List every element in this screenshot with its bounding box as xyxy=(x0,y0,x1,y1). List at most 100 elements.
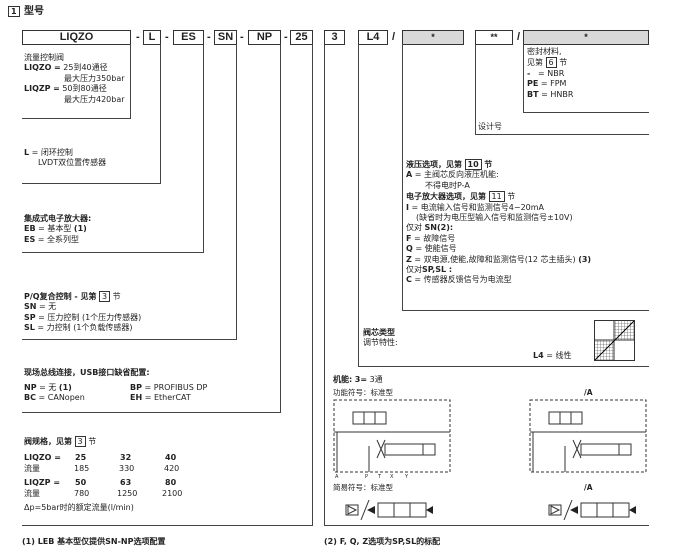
linear-characteristic-icon xyxy=(594,320,635,361)
desc: = FPM xyxy=(540,79,567,89)
size-title: 阀规格，见第 3 节 xyxy=(24,436,96,447)
text: 节 xyxy=(507,192,516,202)
text: : xyxy=(446,264,453,274)
code: BT xyxy=(527,89,539,99)
code: PE xyxy=(527,79,539,89)
code-np: NP xyxy=(248,30,281,45)
fieldbus-np: NP = 无 (1) xyxy=(24,383,72,393)
footnote-2: (2) F, Q, Z选项为SP,SL的标配 xyxy=(324,537,440,547)
flow-value: 185 xyxy=(74,464,90,473)
code: EH xyxy=(130,393,143,402)
code: I xyxy=(406,202,409,212)
flow-label: 流量 xyxy=(24,464,40,473)
options-desc: 液压选项，见第 10 节 A = 主阀芯反向液压机能: 不得电时P-A 电子放大… xyxy=(406,159,591,286)
section-ref: 11 xyxy=(488,191,505,203)
code: SP xyxy=(24,312,36,322)
desc: 25到40通径 xyxy=(63,63,108,73)
port-label: P xyxy=(365,474,369,480)
desc: = 全系列型 xyxy=(37,234,80,244)
desc: = 传感器反馈信号为电流型 xyxy=(414,275,512,285)
size-value: 25 xyxy=(75,453,87,462)
desc: = 压力控制 (1个压力传感器) xyxy=(38,312,142,322)
seal-desc: 密封材料, 见第 6 节 - = NBR PE = FPM BT = HNBR xyxy=(527,47,573,100)
title: 电子放大器选项，见第 xyxy=(406,192,486,202)
size-liqzp-label: LIQZP = xyxy=(24,478,61,487)
desc: = 电流输入信号和监测信号4−20mA xyxy=(411,202,545,212)
flow-value: 330 xyxy=(119,464,135,473)
note-num: (2) xyxy=(324,537,337,546)
flow-value: 420 xyxy=(164,464,180,473)
text: 节 xyxy=(112,292,121,301)
text: 节 xyxy=(559,58,568,68)
desc: LVDT双位置传感器 xyxy=(38,158,107,168)
spool-l4: L4 = 线性 xyxy=(533,351,571,361)
size-value: 32 xyxy=(120,453,132,462)
flow-label: 流量 xyxy=(24,489,40,498)
code-3: 3 xyxy=(324,30,345,45)
code-options: * xyxy=(402,30,464,45)
fieldbus-title: 现场总线连接，USB接口缺省配置: xyxy=(24,368,150,377)
code: L4 xyxy=(533,351,544,360)
desc: 不得电时P-A xyxy=(425,180,470,190)
desc: = 无 xyxy=(39,383,57,392)
symbol-label-standard: 功能符号：标准型 xyxy=(333,388,393,397)
desc: 调节特性: xyxy=(363,338,398,348)
title: 阀规格，见第 xyxy=(24,437,72,446)
size-value: 50 xyxy=(75,478,87,487)
title: 机能: xyxy=(333,375,353,384)
code: SP,SL xyxy=(422,264,447,274)
dash: - xyxy=(240,31,244,43)
code-design: ** xyxy=(475,30,513,45)
text: 仅对 xyxy=(406,264,422,274)
code: BP xyxy=(130,383,142,392)
code-l: L xyxy=(143,30,161,45)
section-ref: 10 xyxy=(464,159,482,170)
section-ref: 3 xyxy=(99,291,111,302)
title: 阀芯类型 xyxy=(363,328,395,337)
desc: = 故障信号 xyxy=(414,233,456,243)
simple-label-a: /A xyxy=(584,483,593,492)
text: 节 xyxy=(88,437,97,446)
model-desc: 流量控制阀 LIQZO = 25到40通径 最大压力350bar LIQZP =… xyxy=(24,53,125,105)
code: C xyxy=(406,275,412,285)
port-label: Y xyxy=(405,474,409,480)
desc: = EtherCAT xyxy=(144,393,191,402)
port-label: T xyxy=(378,474,382,480)
eq: = xyxy=(54,63,61,73)
note-ref: (2): xyxy=(437,223,454,233)
code-seal: * xyxy=(523,30,649,45)
code: Z xyxy=(406,254,412,264)
port-label: X xyxy=(390,474,394,480)
size-liqzo-label: LIQZO = xyxy=(24,453,61,462)
code: LIQZO xyxy=(24,63,52,73)
code-es: ES xyxy=(173,30,204,45)
code: SN xyxy=(24,302,37,312)
desc: = 线性 xyxy=(546,351,572,360)
fieldbus-eh: EH = EtherCAT xyxy=(130,393,191,403)
code-sn: SN xyxy=(214,30,237,45)
desc: = 无 xyxy=(39,302,57,312)
text: 见第 xyxy=(527,58,543,68)
size-value: 40 xyxy=(165,453,177,462)
flow-value: 2100 xyxy=(162,489,183,498)
dash: - xyxy=(284,31,288,43)
simple-symbol-standard xyxy=(345,499,433,521)
hydraulic-symbol-a xyxy=(529,399,647,473)
code: NP xyxy=(24,383,37,392)
code-l4: L4 xyxy=(358,30,388,45)
code: F xyxy=(406,233,412,243)
amp-desc: 集成式电子放大器: EB = 基本型 (1) ES = 全系列型 xyxy=(24,214,91,245)
hydraulic-symbol-standard xyxy=(333,399,451,473)
desc: = NBR xyxy=(537,68,565,78)
desc: = CANopen xyxy=(38,393,85,402)
desc: = 力控制 (1个负载传感器) xyxy=(37,323,133,333)
desc: (缺省时为电压型输入信号和监测信号±10V) xyxy=(416,212,573,222)
dash: - xyxy=(136,31,140,43)
design-label: 设计号 xyxy=(478,122,502,131)
desc: 最大压力350bar xyxy=(64,73,125,83)
code: BC xyxy=(24,393,36,402)
slash: / xyxy=(517,31,521,43)
code: - xyxy=(527,68,531,78)
note-ref: (1) xyxy=(58,383,72,392)
function-title: 机能: 3= 3通 xyxy=(333,375,383,385)
